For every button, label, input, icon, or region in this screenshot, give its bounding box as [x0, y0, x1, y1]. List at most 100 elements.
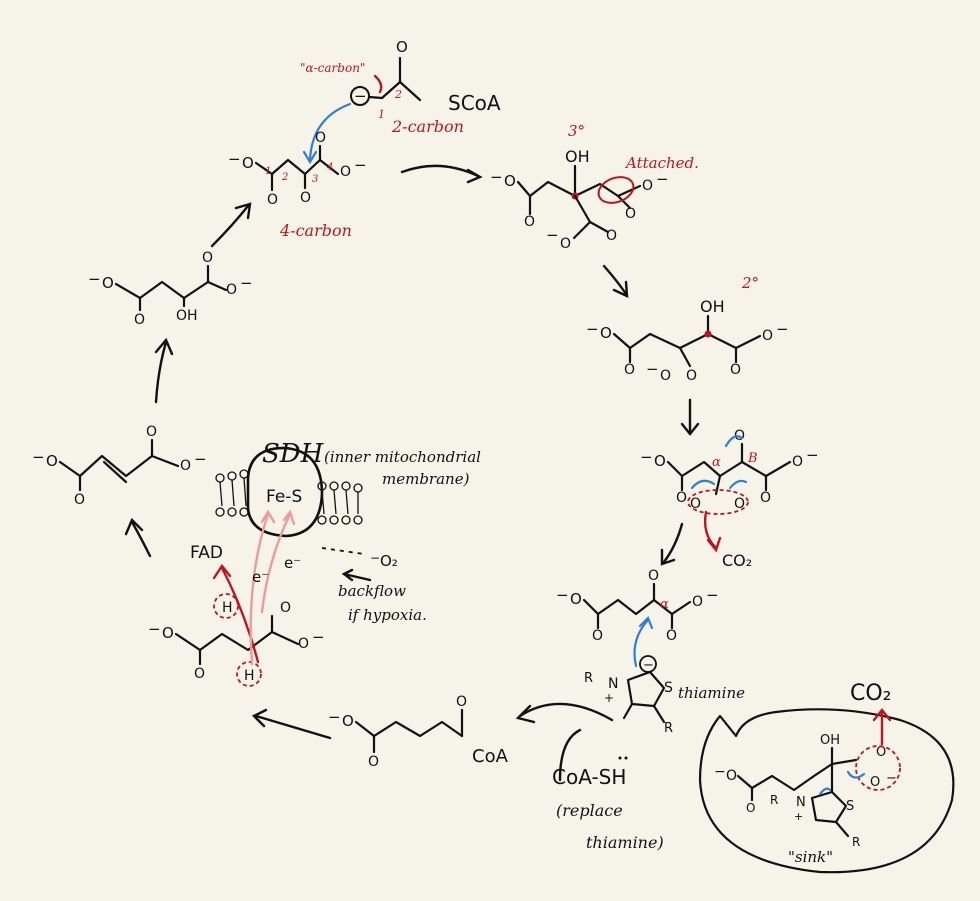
svg-text:OH: OH	[820, 733, 840, 748]
arrow-akg-dh	[518, 702, 614, 722]
fe-s-cluster: Fe-S	[266, 487, 302, 507]
svg-text:O: O	[760, 490, 771, 506]
svg-text:O: O	[762, 328, 773, 344]
svg-text:O: O	[624, 362, 635, 378]
svg-text:H: H	[222, 600, 233, 616]
svg-text:O: O	[726, 768, 737, 784]
svg-text:O: O	[342, 712, 354, 730]
arrow-succinyl-synthetase	[254, 714, 332, 740]
svg-text:(inner mitochondrial: (inner mitochondrial	[324, 448, 481, 466]
succinyl-coa: − O O O CoA	[328, 694, 509, 770]
svg-text:O: O	[280, 600, 291, 616]
svg-text:1: 1	[378, 108, 385, 121]
svg-text:O: O	[734, 496, 745, 512]
o2-label: O₂	[380, 552, 398, 570]
svg-text:−: −	[312, 628, 325, 646]
svg-text:R: R	[664, 721, 673, 736]
svg-text:O: O	[267, 192, 278, 208]
svg-text:O: O	[560, 236, 571, 252]
membrane-bilayer	[215, 469, 363, 525]
svg-text:O: O	[74, 492, 85, 508]
svg-text:O: O	[340, 164, 351, 180]
svg-text:3°: 3°	[568, 122, 585, 140]
two-carbon-label: 2-carbon	[391, 117, 464, 136]
svg-text:1: 1	[265, 166, 271, 177]
svg-text:−: −	[646, 360, 659, 378]
arrow-aconitase	[602, 264, 628, 296]
svg-text:thiamine): thiamine)	[586, 833, 664, 852]
svg-text:α: α	[712, 455, 721, 470]
svg-text:e⁻: e⁻	[284, 554, 301, 572]
arrow-to-fad	[220, 566, 260, 664]
arrow-sdh	[130, 520, 152, 558]
svg-text:O: O	[315, 130, 326, 146]
svg-text:O: O	[746, 801, 755, 815]
svg-text:R: R	[584, 671, 593, 686]
svg-text:3: 3	[312, 174, 318, 185]
svg-text:O: O	[606, 228, 617, 244]
svg-text:−: −	[556, 586, 569, 604]
svg-text:R: R	[770, 793, 778, 807]
svg-text:SCoA: SCoA	[448, 91, 501, 115]
arrow-malate-dh	[210, 204, 250, 248]
arrow-condensation	[400, 164, 480, 178]
svg-text:O: O	[570, 590, 582, 608]
four-carbon-label: 4-carbon	[279, 221, 352, 240]
svg-text:O: O	[730, 362, 741, 378]
svg-text:O: O	[368, 754, 379, 770]
sdh-label: SDH	[262, 439, 325, 469]
svg-text:O: O	[692, 594, 703, 610]
svg-text:(replace: (replace	[556, 801, 623, 820]
svg-text:−: −	[640, 448, 653, 466]
svg-text:2: 2	[394, 88, 402, 101]
svg-text:−: −	[354, 87, 367, 105]
sdh-complex: Fe-S SDH (inner mitochondrial membrane)	[215, 439, 481, 538]
thiamine-ylide: N S R + − R thiamine	[584, 655, 745, 736]
svg-text:O: O	[524, 214, 535, 230]
svg-text:−: −	[370, 551, 380, 565]
acetyl-coa: O − SCoA "α-carbon" 1 2 2-carbon	[300, 38, 501, 165]
svg-text:4: 4	[326, 162, 333, 173]
svg-text:O: O	[504, 172, 516, 190]
svg-text:CoA: CoA	[472, 746, 509, 767]
svg-text:2°: 2°	[741, 274, 759, 292]
svg-text:O: O	[242, 154, 254, 172]
svg-text:if hypoxia.: if hypoxia.	[348, 606, 427, 624]
svg-text:S: S	[664, 680, 673, 696]
co2-release-2: CO₂	[850, 681, 892, 706]
svg-text:O: O	[456, 694, 467, 710]
svg-text:O: O	[666, 628, 677, 644]
malate: − O O OH O O −	[88, 250, 253, 328]
svg-text:OH: OH	[565, 147, 590, 166]
svg-text:−: −	[32, 448, 45, 466]
svg-text:O: O	[134, 312, 145, 328]
alpha-carbon-label: "α-carbon"	[300, 61, 365, 75]
svg-text:O: O	[654, 452, 666, 470]
svg-text:−: −	[228, 150, 241, 168]
svg-text:O: O	[648, 568, 659, 584]
svg-text:O: O	[792, 454, 803, 470]
svg-text:−: −	[354, 156, 367, 174]
succinate: − O O O O − H H	[148, 593, 325, 687]
svg-text:N: N	[608, 676, 618, 692]
svg-text:−: −	[776, 320, 789, 338]
backflow-label: backflow	[338, 582, 406, 600]
svg-text:−: −	[714, 764, 726, 780]
svg-text:−: −	[194, 450, 207, 468]
arrow-fumarase	[154, 340, 168, 404]
svg-text:S: S	[846, 799, 854, 814]
svg-text:O: O	[876, 745, 886, 760]
svg-text:−: −	[546, 226, 559, 244]
svg-text:−: −	[240, 274, 253, 292]
svg-text:OH: OH	[176, 308, 198, 324]
thiamine-label: thiamine	[678, 684, 745, 702]
coa-sh-label: CoA-SH (replace thiamine)	[552, 756, 664, 852]
svg-text:O: O	[396, 38, 408, 56]
oxaloacetate: − O O O O O − 1 2 3 4 4-carbon	[228, 130, 367, 240]
svg-text:N: N	[796, 795, 806, 810]
fumarate: − O O O O −	[32, 424, 207, 508]
svg-text:O: O	[625, 206, 636, 222]
svg-text:−: −	[643, 658, 654, 673]
svg-text:OH: OH	[700, 297, 725, 316]
svg-text:O: O	[660, 368, 671, 384]
